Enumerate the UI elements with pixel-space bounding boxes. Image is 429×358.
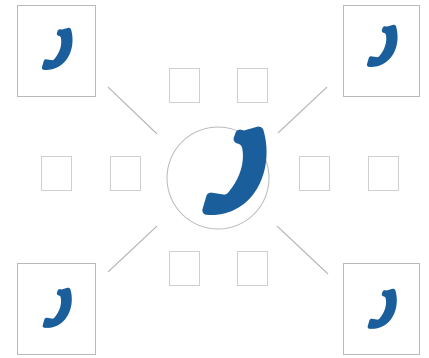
connector-lines bbox=[107, 86, 329, 275]
corner-node-frame bbox=[17, 5, 96, 97]
placeholder-boxes bbox=[41, 68, 399, 286]
corner-node-top-left bbox=[17, 5, 96, 97]
connector-top-left bbox=[107, 86, 158, 135]
corner-node-bottom-right bbox=[343, 263, 420, 355]
placeholder-box-lower-right bbox=[237, 251, 268, 286]
connector-bottom-left bbox=[107, 225, 158, 273]
placeholder-box-right-outer bbox=[368, 156, 399, 191]
corner-node-frame bbox=[343, 5, 420, 97]
placeholder-box-left-inner bbox=[110, 156, 141, 191]
corner-node-top-right bbox=[343, 5, 420, 97]
placeholder-box-right-inner bbox=[299, 156, 330, 191]
connector-top-right bbox=[277, 86, 328, 134]
hub-node bbox=[166, 126, 270, 230]
placeholder-box-upper-right bbox=[237, 68, 268, 103]
corner-node-frame bbox=[17, 263, 96, 355]
corner-node-bottom-left bbox=[17, 263, 96, 355]
placeholder-box-left-outer bbox=[41, 156, 72, 191]
connector-bottom-right bbox=[276, 225, 329, 275]
placeholder-box-upper-left bbox=[169, 68, 200, 103]
placeholder-box-lower-left bbox=[169, 251, 200, 286]
corner-node-frame bbox=[343, 263, 420, 355]
